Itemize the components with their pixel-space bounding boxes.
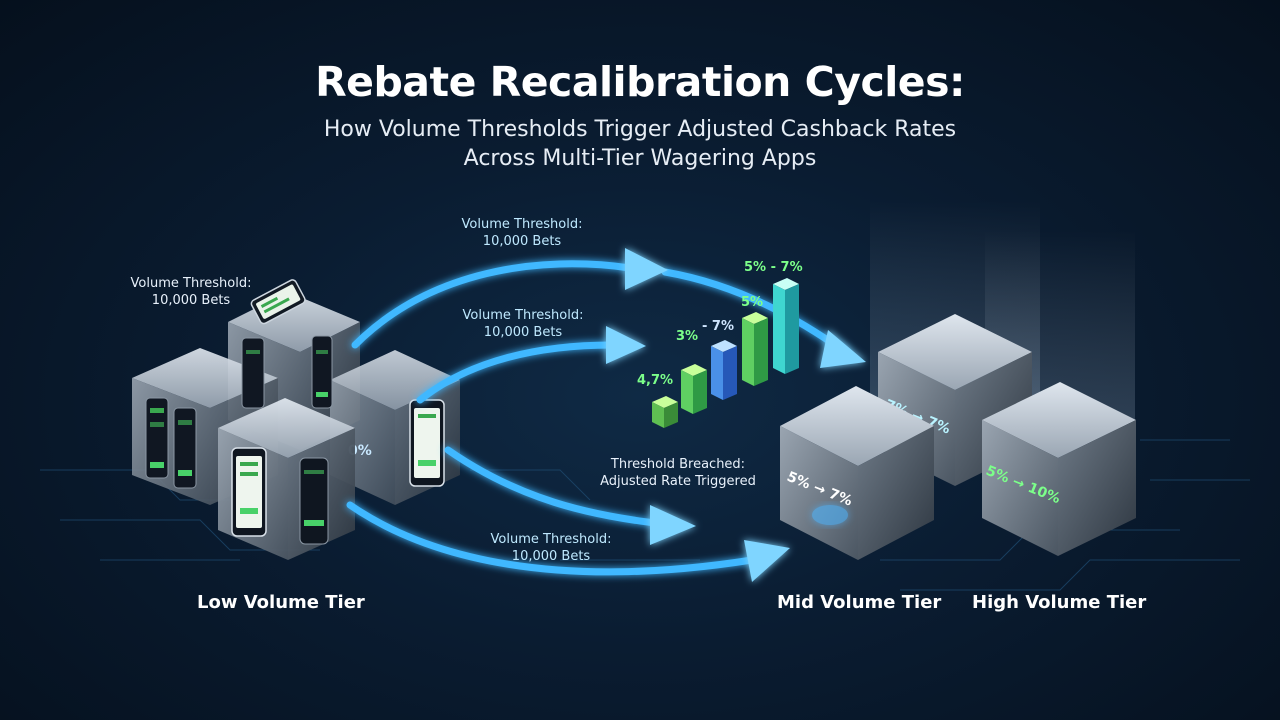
threshold-label-bottom: Volume Threshold: 10,000 Bets xyxy=(490,532,612,564)
rate-bars xyxy=(652,278,799,428)
arrow-top-1 xyxy=(351,260,634,349)
arrow-middle xyxy=(416,341,616,404)
bar-2 xyxy=(681,364,707,414)
mid-tier-cube: 5% → 7% xyxy=(780,386,934,560)
phone-icon-back-2 xyxy=(311,335,333,409)
phone-icon-left-1 xyxy=(145,397,169,479)
phone-icon-front-left xyxy=(231,447,267,537)
subtitle-line-1: How Volume Thresholds Trigger Adjusted C… xyxy=(323,117,957,142)
bar-label-1: 4,7% xyxy=(637,373,673,388)
phone-icon-back-1 xyxy=(241,337,265,409)
bar-1 xyxy=(652,396,678,428)
bar-label-5: 5% - 7% xyxy=(744,260,803,275)
threshold-label-top: Volume Threshold: 10,000 Bets xyxy=(461,217,583,249)
phone-icon-left-2 xyxy=(173,407,197,489)
arrow-heads xyxy=(606,248,866,582)
threshold-label-middle: Volume Threshold: 10,000 Bets xyxy=(462,308,584,340)
arrowhead-middle xyxy=(606,326,646,364)
phone-icon-front-right xyxy=(299,457,329,545)
tier-label-high: High Volume Tier xyxy=(972,592,1147,613)
bar-label-3: - 7% xyxy=(702,319,734,334)
arrowhead-breach xyxy=(650,505,696,545)
arrow-breach xyxy=(444,446,659,527)
tier-label-low: Low Volume Tier xyxy=(197,592,365,613)
phone-icon-right-cube xyxy=(409,399,445,487)
threshold-label-left: Volume Threshold: 10,000 Bets xyxy=(130,276,252,308)
arrowhead-top-1 xyxy=(625,248,668,290)
bar-3 xyxy=(711,340,737,400)
arrow-bottom xyxy=(346,501,756,576)
bar-label-2: 3% xyxy=(676,329,698,344)
arrowhead-top-2 xyxy=(820,330,866,368)
high-tier-cube: 5% → 10% xyxy=(982,382,1136,556)
bar-4 xyxy=(742,312,768,386)
bar-label-4: 5% xyxy=(741,295,763,310)
flow-arrows xyxy=(346,260,849,576)
bar-5 xyxy=(773,278,799,374)
subtitle-line-2: Across Multi-Tier Wagering Apps xyxy=(463,146,817,171)
tier-label-mid: Mid Volume Tier xyxy=(777,592,942,613)
page-title: Rebate Recalibration Cycles: xyxy=(315,58,965,106)
breach-label: Threshold Breached: Adjusted Rate Trigge… xyxy=(600,457,756,489)
arrowhead-bottom xyxy=(744,540,790,582)
phone-icon-top xyxy=(250,279,306,325)
